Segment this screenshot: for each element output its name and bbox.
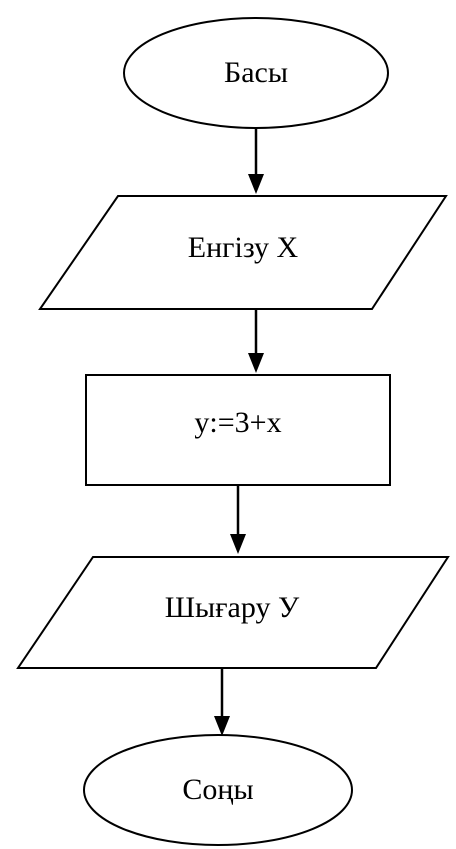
edge-input-to-process-arrowhead [248,353,264,373]
edge-process-to-output-arrowhead [230,534,246,554]
process-label: y:=3+x [194,406,281,439]
edge-start-to-input [248,128,264,194]
node-end: Соңы [83,734,353,846]
start-label: Басы [224,56,288,89]
output-parallelogram-shape [16,556,450,669]
edge-start-to-input-arrowhead [248,174,264,194]
end-terminator-shape [83,734,353,846]
input-label: Енгізу X [188,231,299,264]
edge-output-to-end [214,668,230,736]
node-input: Енгізу X [38,195,448,310]
edge-input-to-process [248,309,264,373]
output-label: Шығару У [165,591,300,624]
node-output: Шығару У [16,556,450,669]
input-parallelogram-shape [38,195,448,310]
node-start: Басы [123,17,389,129]
node-process: y:=3+x [85,374,391,486]
process-rectangle-shape [85,374,391,486]
edge-process-to-output [230,485,246,554]
edge-output-to-end-arrowhead [214,716,230,736]
end-label: Соңы [182,773,253,806]
